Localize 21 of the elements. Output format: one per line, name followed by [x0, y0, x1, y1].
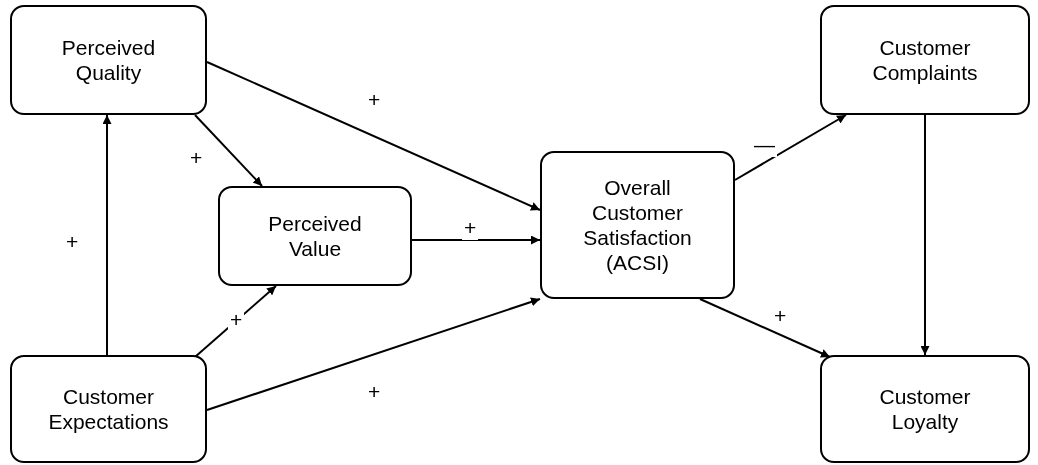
box-label: Customer Expectations — [47, 384, 170, 434]
arrow — [206, 61, 541, 211]
arrow — [194, 114, 263, 187]
arrow — [411, 235, 541, 245]
arrow — [699, 298, 831, 358]
process-box — [218, 186, 412, 286]
box-label: Customer Loyalty — [878, 384, 972, 434]
box-label: Perceived Quality — [60, 35, 157, 85]
arrow — [102, 114, 112, 356]
arrow — [206, 297, 541, 411]
process-box — [10, 355, 207, 463]
arrow — [734, 114, 847, 181]
box-label: Perceived Value — [267, 211, 363, 261]
box-label: Overall Customer Satisfaction (ACSI) — [582, 175, 693, 275]
process-box — [820, 5, 1030, 115]
arrow — [920, 114, 930, 356]
process-box — [540, 151, 735, 299]
box-label: Customer Complaints — [871, 35, 979, 85]
arrow — [194, 285, 277, 358]
process-box — [10, 5, 207, 115]
process-box — [820, 355, 1030, 463]
